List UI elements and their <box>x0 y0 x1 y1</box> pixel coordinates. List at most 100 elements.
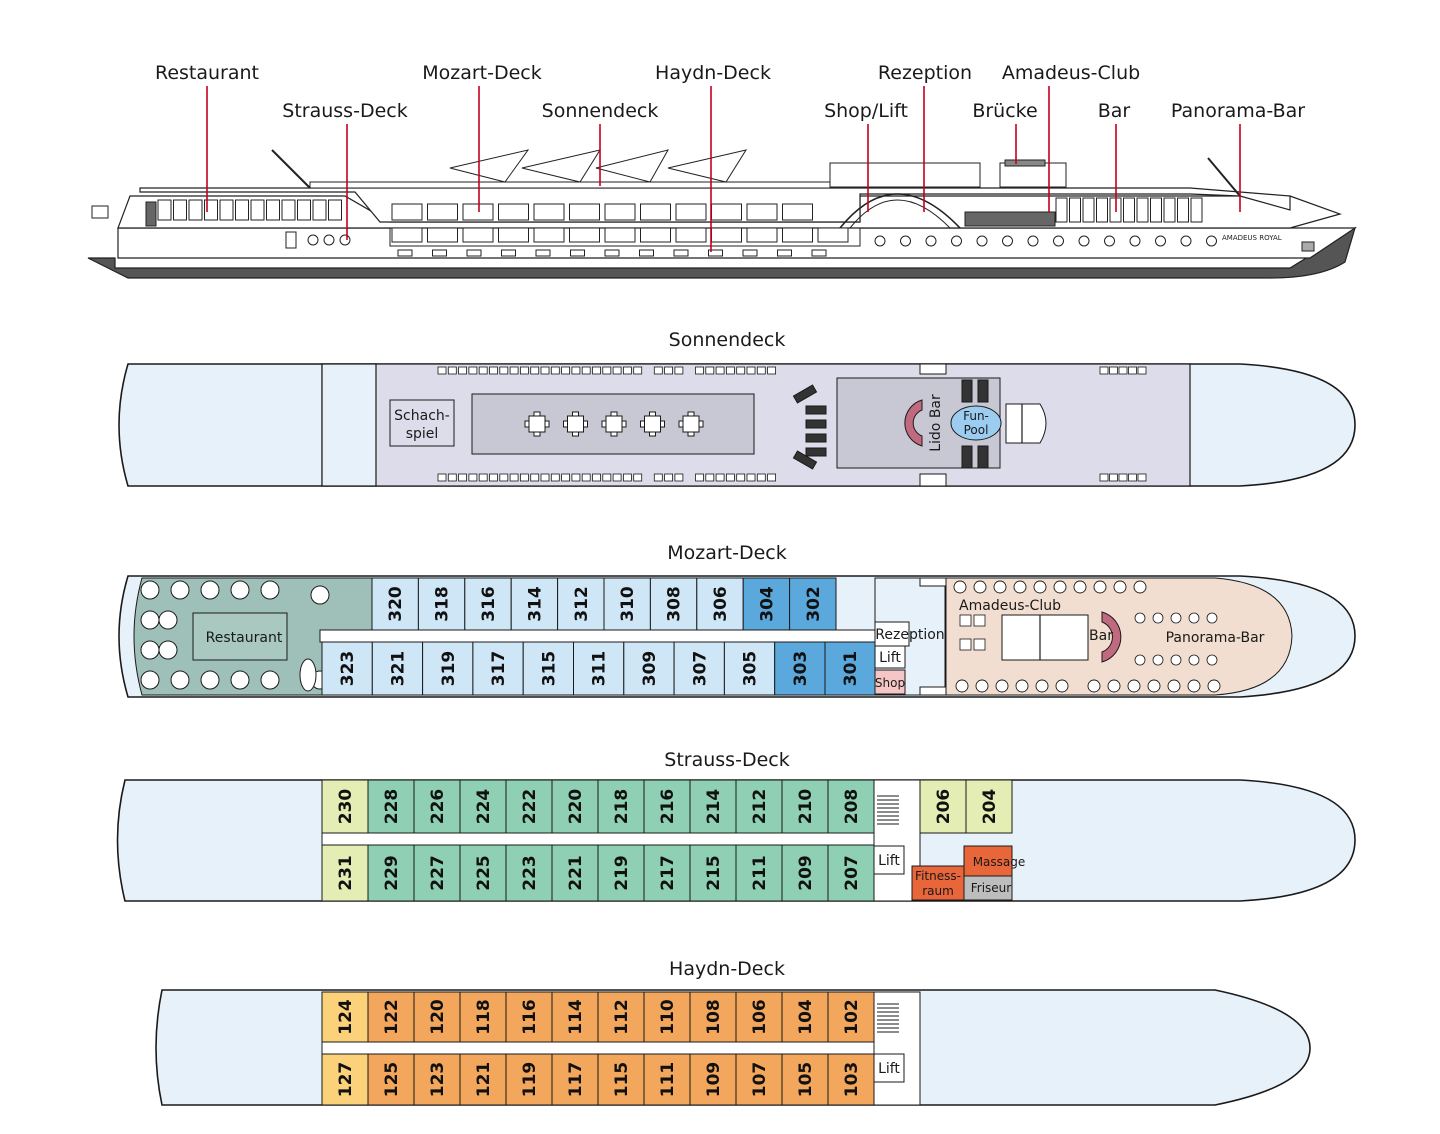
sun-lounger <box>530 366 540 375</box>
haydn-cabin-105 <box>781 1053 829 1106</box>
haydn-cabin-number: 104 <box>796 999 816 1035</box>
sun-sail-4 <box>667 149 748 183</box>
sun-lounger <box>561 473 570 482</box>
chair-icon <box>601 420 607 428</box>
strauss-cabin-212 <box>735 779 783 834</box>
sun-sail-1 <box>449 149 530 183</box>
table-icon <box>644 415 661 433</box>
friseur-room <box>963 875 1013 901</box>
restaurant-table <box>140 580 160 600</box>
label-strauss-deck: Strauss-Deck <box>282 100 407 122</box>
side-window <box>1177 197 1189 223</box>
mozart-cabin-number: 312 <box>572 586 592 622</box>
sun-lounger <box>499 473 509 482</box>
sun-lounger <box>653 366 663 375</box>
side-porthole <box>925 235 937 247</box>
haydn-cabin-number: 116 <box>520 999 540 1035</box>
strauss-cabin-225 <box>459 844 507 902</box>
lido-loungers <box>961 379 989 469</box>
side-porthole-low <box>570 249 585 257</box>
ship-top-rail-aft <box>829 162 981 188</box>
sun-lounger <box>592 473 601 482</box>
ship-club-window <box>964 211 1056 227</box>
side-porthole <box>1180 235 1192 247</box>
chair-icon <box>544 420 550 428</box>
mozart-cabin-number: 311 <box>590 651 610 687</box>
sun-lounger <box>571 366 581 375</box>
sun-lounger <box>509 473 519 482</box>
deck-chair <box>805 447 827 457</box>
sun-sail-2 <box>521 149 602 183</box>
fun-pool-label-2: Pool <box>964 423 989 437</box>
side-window <box>235 199 249 221</box>
deck-chair <box>792 450 818 470</box>
sun-lounger <box>653 473 663 482</box>
restaurant-label: Restaurant <box>206 630 283 646</box>
label-leader-lines <box>206 86 1241 252</box>
mozart-cabin-315 <box>522 641 575 696</box>
side-porthole-low <box>639 249 654 257</box>
haydn-cabin-121 <box>459 1053 507 1106</box>
side-window <box>427 203 458 221</box>
mozart-cabin-number: 323 <box>338 651 358 687</box>
mozart-cabin-number: 315 <box>539 651 559 687</box>
strauss-lift-label: Lift <box>878 853 900 869</box>
sonnendeck-plan: Sonnendeck Schach- spiel Lido Bar Fun- P… <box>118 329 1356 487</box>
strauss-cabin-209 <box>781 844 829 902</box>
club-seat <box>1207 679 1221 693</box>
mozart-lift-label: Lift <box>879 650 901 666</box>
sun-lounger <box>478 366 488 375</box>
club-bar-label: Bar <box>1089 628 1113 644</box>
chair-icon <box>583 420 588 428</box>
fun-pool <box>950 405 1002 441</box>
side-porthole <box>976 235 988 247</box>
haydn-corridor <box>321 1041 875 1055</box>
mozart-cabin-number: 320 <box>386 586 406 622</box>
table-icon <box>528 415 546 433</box>
panorama-seat <box>1188 612 1200 624</box>
chair-icon <box>678 420 684 428</box>
strauss-cabin-number: 223 <box>520 855 540 891</box>
side-window <box>817 227 849 243</box>
label-rezeption: Rezeption <box>878 62 972 84</box>
haydn-cabin-number: 125 <box>382 1062 402 1098</box>
strauss-cabin-number: 222 <box>520 789 540 825</box>
mozart-cabin-314 <box>510 577 559 631</box>
sun-lounger <box>1137 473 1147 482</box>
side-porthole-low <box>708 249 723 257</box>
mozart-cabin-317 <box>472 641 524 696</box>
label-mozart-deck: Mozart-Deck <box>422 62 542 84</box>
sun-lounger <box>767 473 776 482</box>
strauss-cabin-number: 218 <box>612 789 632 825</box>
restaurant-buffet <box>192 612 288 661</box>
haydn-cabin-number: 112 <box>612 999 632 1035</box>
sun-lounger <box>550 366 560 375</box>
club-table <box>959 638 972 651</box>
lido-bar-counter <box>904 399 923 447</box>
strauss-cabin-number: 217 <box>658 855 678 891</box>
fitness-label-1: Fitness- <box>915 869 961 883</box>
side-window <box>1190 197 1203 223</box>
table-icon <box>567 415 584 433</box>
friseur-label: Friseur <box>971 881 1012 895</box>
side-window <box>157 199 172 221</box>
side-porthole <box>1002 235 1013 247</box>
panorama-seat <box>1206 654 1218 666</box>
club-seat <box>1055 679 1069 693</box>
chess-board <box>389 399 455 447</box>
mozart-cabin-308 <box>649 577 698 631</box>
strauss-corridor <box>321 832 875 846</box>
side-window <box>266 199 280 221</box>
sonnendeck-aft-deck <box>321 363 377 487</box>
restaurant-table <box>170 580 190 600</box>
sun-lounger <box>1099 473 1109 482</box>
sun-lounger <box>447 473 457 482</box>
mozart-cabin-301 <box>824 641 876 696</box>
sun-lounger <box>499 366 509 375</box>
haydn-cabin-107 <box>735 1053 783 1106</box>
mozart-cabin-305 <box>723 641 776 696</box>
mozart-cabin-303 <box>774 641 826 696</box>
ship-arch-inner <box>849 199 951 229</box>
